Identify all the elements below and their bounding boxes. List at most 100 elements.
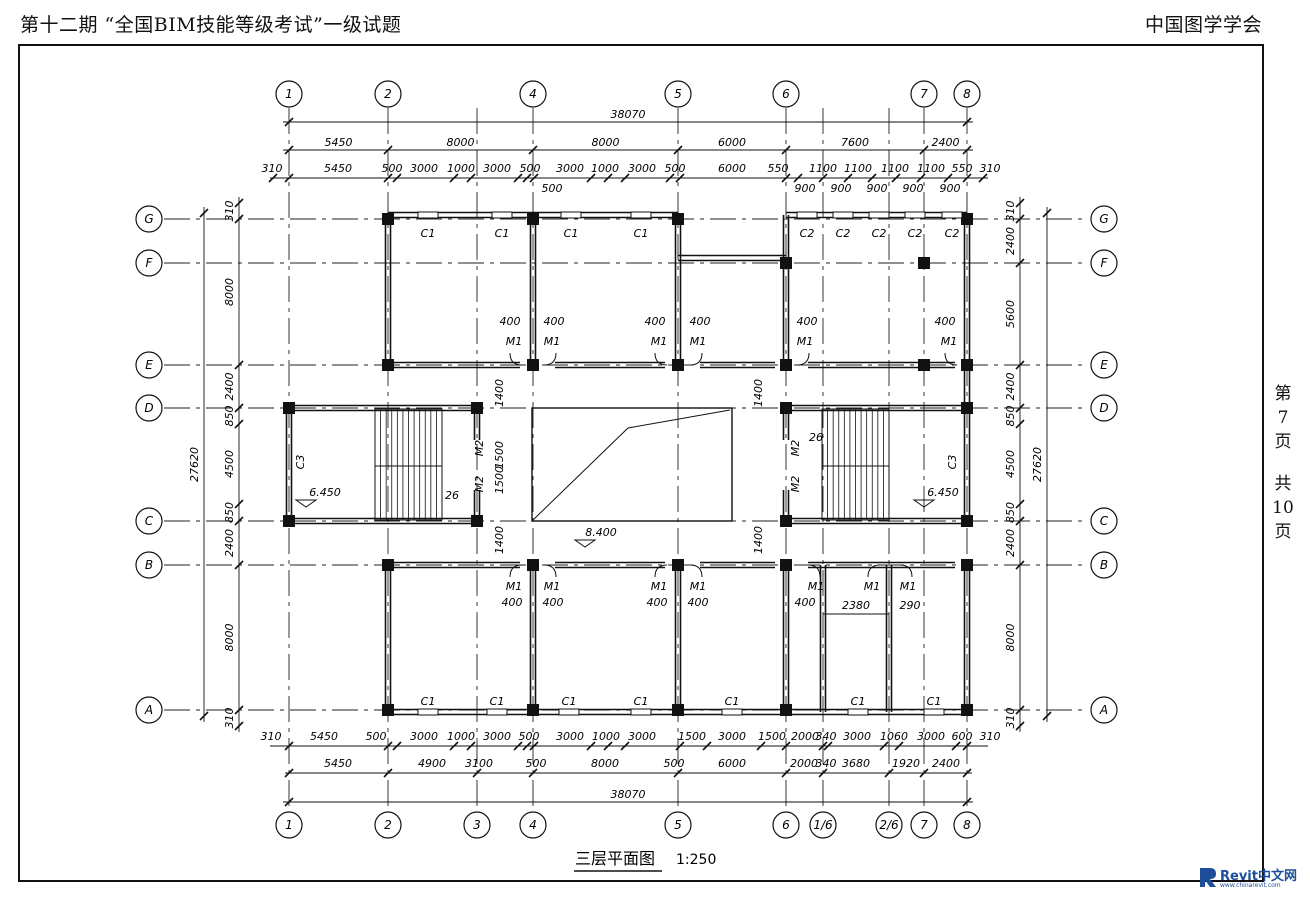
wall-dim-1400-c: 1400 — [752, 379, 765, 407]
dim-top-row2-tick — [943, 173, 953, 183]
axis-top-7-circle — [910, 80, 938, 108]
dim-bottom-row1-tick — [781, 741, 791, 751]
dim-right-inner-label: 310 — [1004, 201, 1017, 222]
dim-top-row1-label: 7600 — [841, 136, 869, 149]
column — [672, 704, 684, 716]
window-top — [417, 211, 439, 219]
dim-bottom-row1-label: 310 — [980, 730, 1001, 743]
dim-bottom-row1-tick — [756, 741, 766, 751]
dim-bottom-row2-label: 2000 — [790, 757, 818, 770]
dim-right-inner-label: 8000 — [1004, 624, 1017, 652]
dim-bottom-row1-label: 3000 — [410, 730, 438, 743]
dim-top-total-tick — [284, 117, 294, 127]
dim-bottom-row2-tick — [383, 768, 393, 778]
axis-bottom-8-circle — [953, 811, 981, 839]
column — [471, 402, 483, 414]
dim-right-total-tick — [1042, 208, 1052, 218]
axis-right-C-circle — [1090, 507, 1118, 535]
dim-bottom-row1-label: 600 — [952, 730, 973, 743]
dim-right-inner-tick — [1015, 721, 1025, 731]
dim-top-row2-tick — [586, 173, 596, 183]
dim-top-row2-label: 3000 — [410, 162, 438, 175]
axis-bottom-4: 4 — [529, 818, 537, 832]
window-label-bottom: C1 — [725, 695, 740, 708]
axis-left-A: A — [144, 703, 153, 717]
dim-left-inner-tick — [234, 721, 244, 731]
elev-right: 6.450 — [927, 486, 959, 499]
axis-bottom-7: 7 — [920, 818, 928, 832]
dim-bottom-row1-label: 5450 — [310, 730, 338, 743]
stair-flight — [374, 465, 443, 521]
window-label-bottom: C1 — [562, 695, 577, 708]
plan-scale: 1:250 — [676, 852, 716, 868]
column — [780, 704, 792, 716]
dim-bottom-row1-tick — [284, 741, 294, 751]
dim-top-row2-tick — [284, 173, 294, 183]
dim-top-row1-label: 6000 — [718, 136, 746, 149]
dim-right-inner-tick — [1015, 258, 1025, 268]
column — [961, 704, 973, 716]
dim-bottom-row1-tick — [529, 741, 539, 751]
axis-bottom-1-circle — [275, 811, 303, 839]
door-swing — [689, 564, 703, 578]
axis-top-1-circle — [275, 80, 303, 108]
door-swing — [689, 352, 703, 366]
window-top — [832, 211, 854, 219]
dim-left-inner-tick — [234, 516, 244, 526]
dim-top-row2-tick — [529, 173, 539, 183]
dim-bottom-row2-tick — [673, 768, 683, 778]
window-top — [868, 211, 890, 219]
axis-top-8: 8 — [963, 87, 971, 101]
dim-top-row2-label: 500 — [382, 162, 403, 175]
door-label-top: M1 — [651, 335, 668, 348]
axis-left-E: E — [145, 358, 153, 372]
wall-dim-label: 400 — [797, 315, 818, 328]
dim-bottom-row1-label: 500 — [519, 730, 540, 743]
dim-left-inner-tick — [234, 198, 244, 208]
dim-left-inner-tick — [234, 705, 244, 715]
dim-bottom-row2-label: 2400 — [932, 757, 960, 770]
window-bottom — [630, 708, 652, 716]
door-swing — [867, 564, 881, 578]
dim-right-inner-tick — [1015, 516, 1025, 526]
dim-top-row2-tick — [392, 173, 402, 183]
axis-top-5-circle — [664, 80, 692, 108]
dim-bottom-row2-tick — [284, 768, 294, 778]
window-label-top: C1 — [634, 227, 649, 240]
dim-top-row2-label: 310 — [980, 162, 1001, 175]
dim-bottom-row1-tick — [675, 741, 685, 751]
dim-bottom-row1-tick — [894, 741, 904, 751]
dim-bottom-row1-tick — [449, 741, 459, 751]
dim-bottom-row1-label: 3000 — [628, 730, 656, 743]
dim-top-row2-label: 550 — [952, 162, 973, 175]
axis-bottom-2-circle — [374, 811, 402, 839]
dim-bottom-row1-tick — [586, 741, 596, 751]
door-label-bottom: M1 — [506, 580, 523, 593]
wall-dim-bottom: 400 — [502, 596, 523, 609]
axis-bottom-1: 1 — [285, 818, 293, 832]
column — [527, 559, 539, 571]
dim-right-inner-label: 2400 — [1004, 529, 1017, 557]
dim-bottom-row1-label: 3000 — [718, 730, 746, 743]
column — [283, 515, 295, 527]
dim-bottom-row1-label: 3000 — [917, 730, 945, 743]
column — [382, 704, 394, 716]
window-label-bottom: C1 — [851, 695, 866, 708]
column — [918, 359, 930, 371]
column — [961, 515, 973, 527]
window-top — [904, 211, 926, 219]
dim-top-row2-label: 1100 — [809, 162, 837, 175]
column — [672, 213, 684, 225]
window-label-top: C2 — [945, 227, 960, 240]
wall-dim-label: 400 — [935, 315, 956, 328]
axis-bottom-8: 8 — [963, 818, 971, 832]
dim-top-row2-label: 1000 — [591, 162, 619, 175]
axis-right-D-circle — [1090, 394, 1118, 422]
dim-bottom-row2-label: 3680 — [842, 757, 870, 770]
dim-top-row2-tick — [665, 173, 675, 183]
axis-bottom-1-6: 1/6 — [813, 818, 833, 832]
dim-bottom-row2-label: 1920 — [892, 757, 920, 770]
dim-top-row1-tick — [383, 145, 393, 155]
room-label-c3-right: C3 — [946, 455, 959, 470]
page-char-3: 页 — [1274, 432, 1292, 452]
